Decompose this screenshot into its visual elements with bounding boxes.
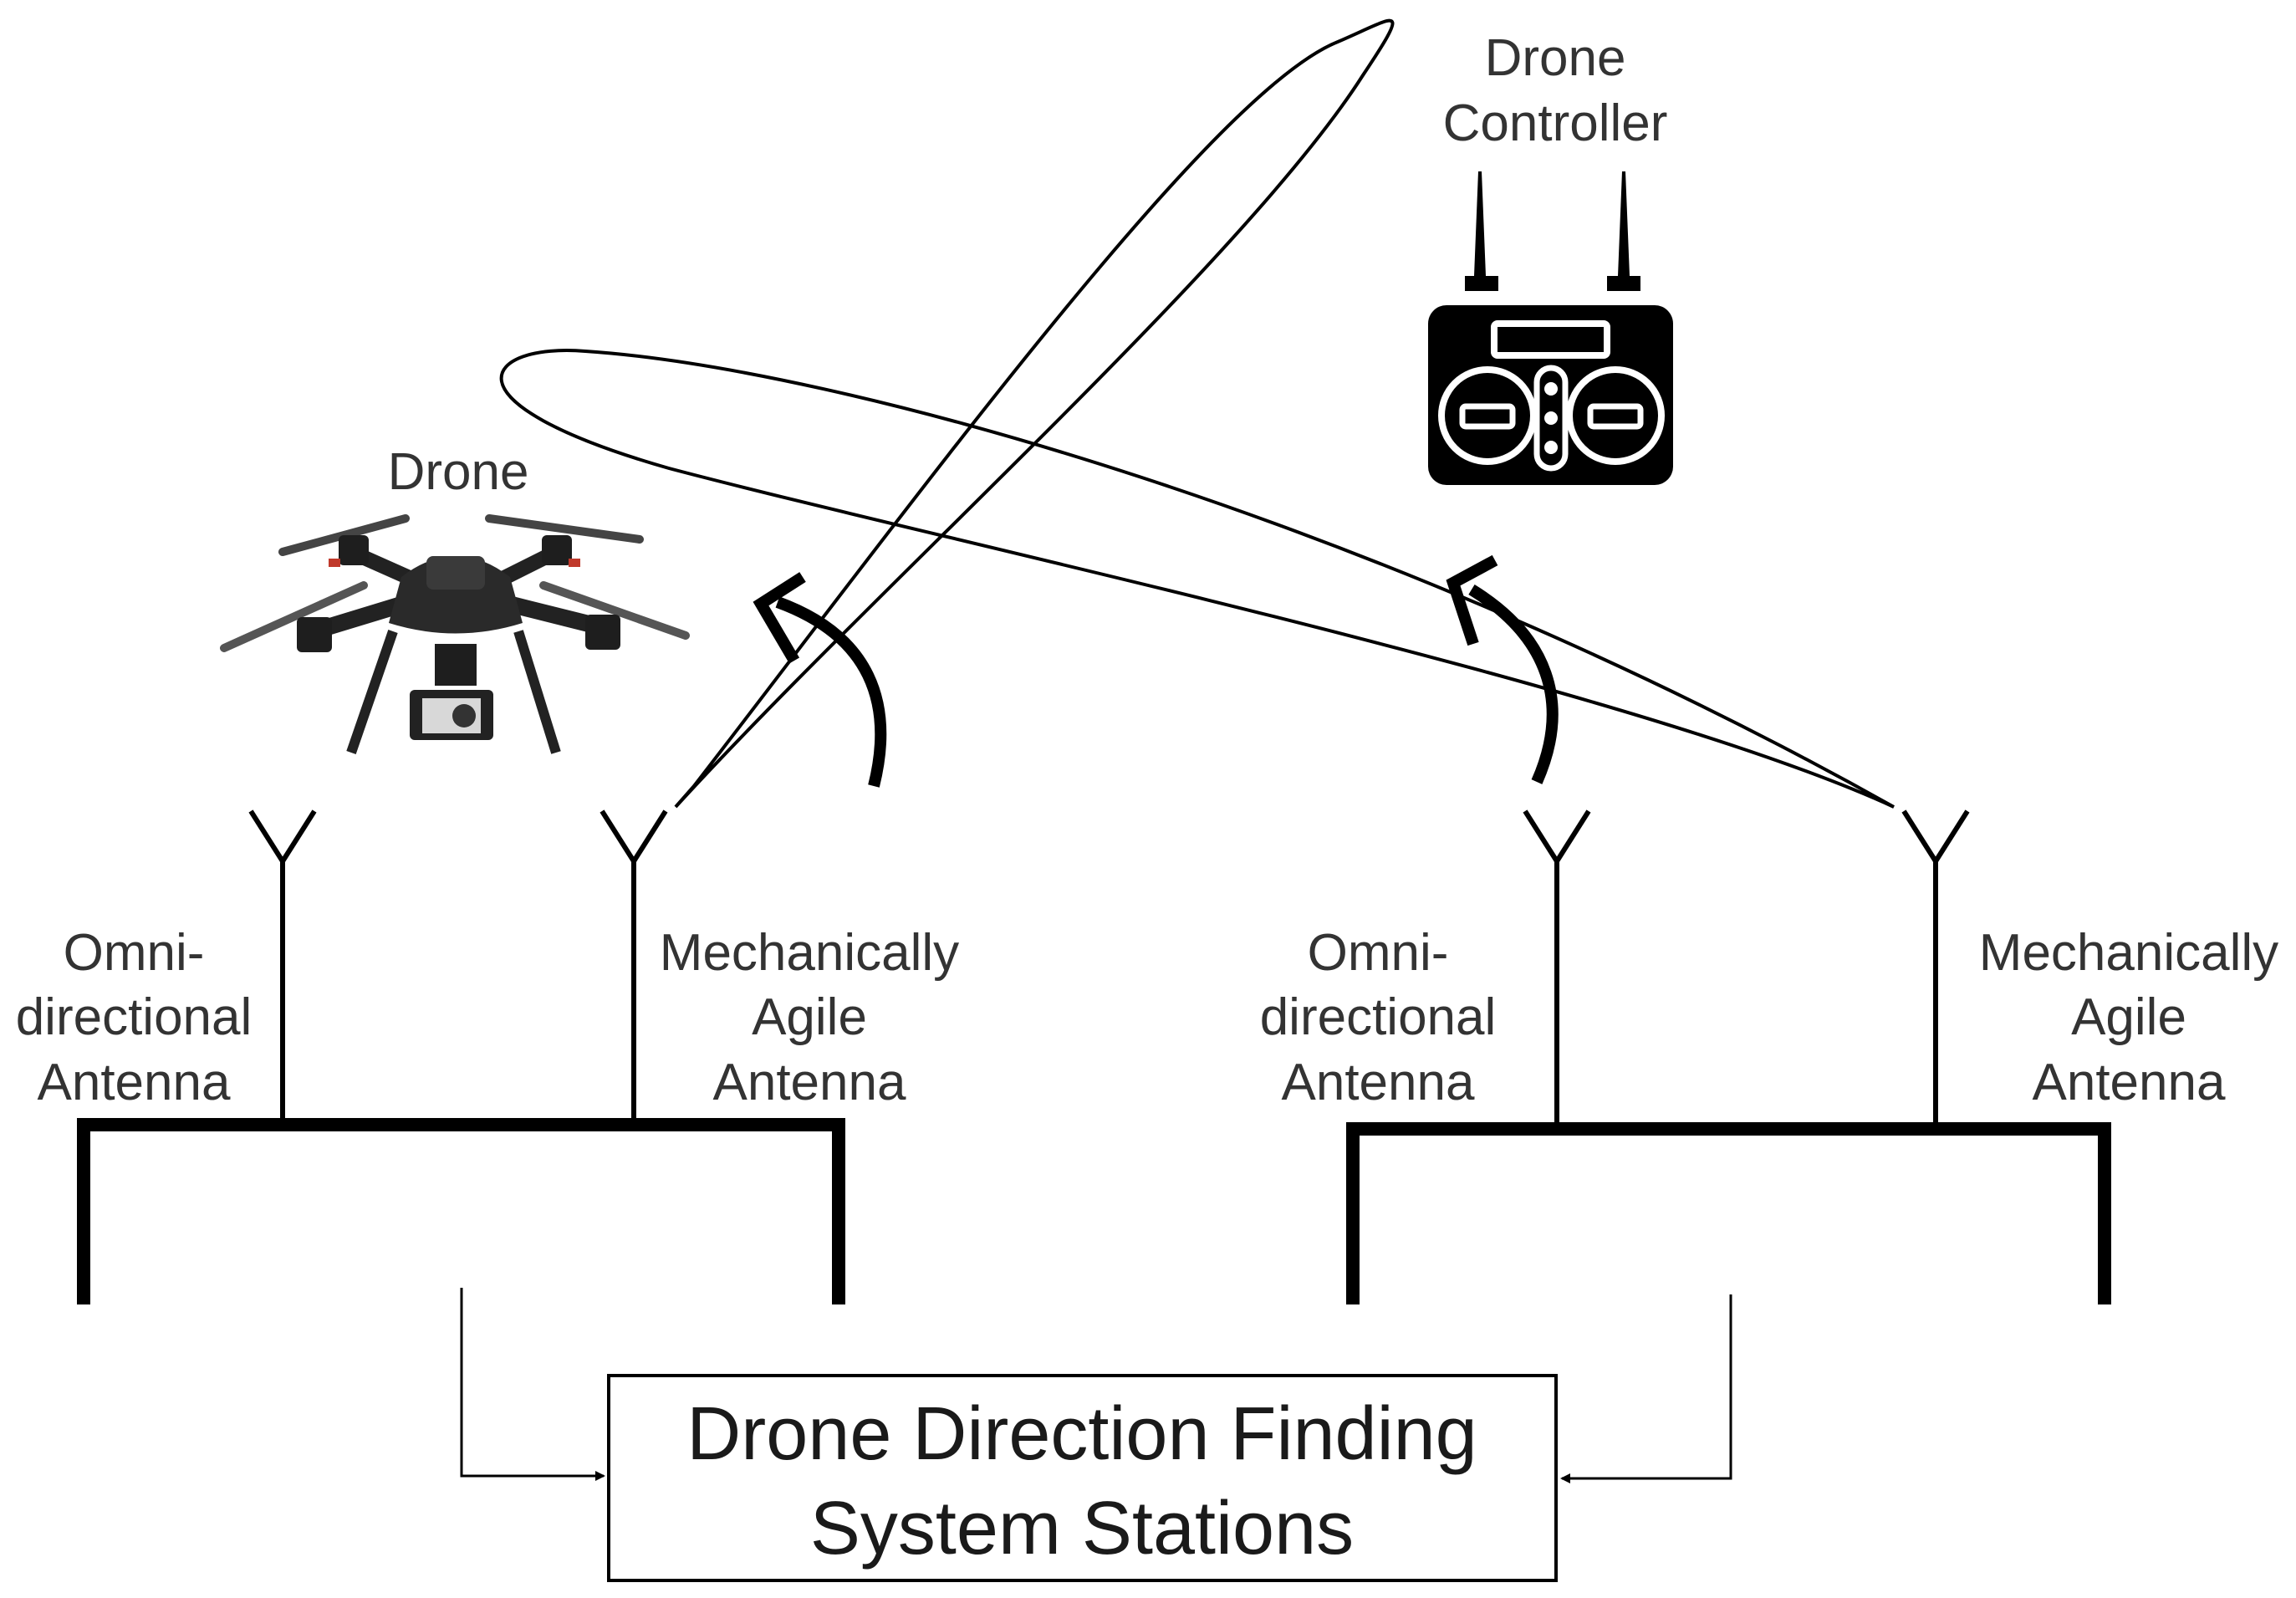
- quadcopter-drone-icon: [220, 514, 690, 754]
- right-connector-arrow: [1560, 1294, 1732, 1483]
- svg-text:Antenna: Antenna: [2033, 1054, 2227, 1111]
- right-agile-antenna-icon: [1901, 809, 1970, 1129]
- svg-text:Antenna: Antenna: [1282, 1054, 1476, 1111]
- controller-label-line1: Drone: [1485, 29, 1626, 87]
- svg-text:Antenna: Antenna: [713, 1054, 907, 1111]
- left-agile-antenna-label: Mechanically Agile Antenna: [660, 924, 959, 1111]
- system-title-line2: System Stations: [810, 1487, 1354, 1570]
- svg-text:Agile: Agile: [2071, 988, 2186, 1046]
- right-station-bracket: [1346, 1122, 2111, 1304]
- left-connector-arrow: [460, 1288, 605, 1481]
- svg-text:Omni-: Omni-: [1308, 924, 1449, 982]
- svg-text:Antenna: Antenna: [38, 1054, 232, 1111]
- right-omni-antenna-icon: [1523, 809, 1591, 1129]
- svg-text:Mechanically: Mechanically: [660, 924, 959, 982]
- direction-finding-system-box: [607, 1374, 1558, 1582]
- svg-text:directional: directional: [1260, 988, 1497, 1046]
- drone-label: Drone: [388, 443, 529, 501]
- left-rotation-curved-arrow-icon: [753, 572, 887, 788]
- right-agile-antenna-label: Mechanically Agile Antenna: [1979, 924, 2278, 1111]
- controller-label-line2: Controller: [1443, 94, 1668, 152]
- left-agile-antenna-icon: [600, 809, 668, 1125]
- system-title-line1: Drone Direction Finding: [686, 1392, 1477, 1476]
- left-agile-beam-lobe: [674, 18, 1395, 809]
- right-omni-antenna-label: Omni- directional Antenna: [1260, 924, 1497, 1111]
- svg-text:directional: directional: [16, 988, 253, 1046]
- svg-text:Agile: Agile: [752, 988, 867, 1046]
- left-station-bracket: [77, 1118, 845, 1304]
- left-omni-antenna-icon: [248, 809, 317, 1125]
- svg-text:Omni-: Omni-: [64, 924, 205, 982]
- right-agile-beam-lobe: [499, 349, 1895, 809]
- right-rotation-curved-arrow-icon: [1446, 554, 1559, 784]
- left-omni-antenna-label: Omni- directional Antenna: [16, 924, 253, 1111]
- svg-text:Mechanically: Mechanically: [1979, 924, 2278, 982]
- remote-controller-icon: [1428, 171, 1673, 485]
